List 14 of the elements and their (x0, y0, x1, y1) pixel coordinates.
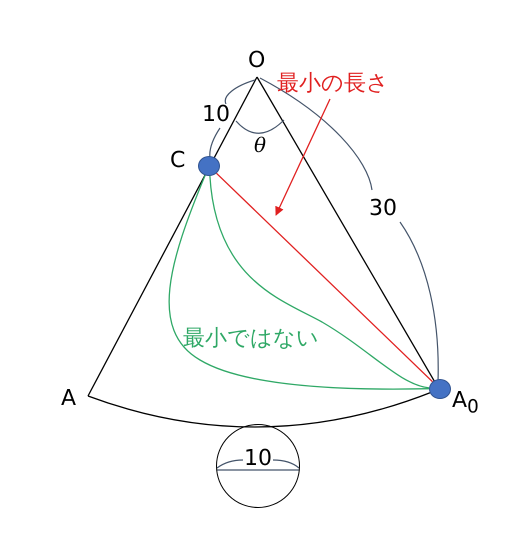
arrow (275, 98, 331, 216)
point-dot (198, 156, 220, 176)
point-dot (429, 379, 451, 399)
point-label: C (170, 150, 186, 172)
point-label: A$_{0}$ (452, 390, 479, 417)
annotation-text: 最小ではない (183, 328, 319, 350)
point-label: O (248, 50, 266, 72)
annotation-text: 最小の長さ (277, 71, 397, 97)
base-circle: 10 (216, 424, 300, 508)
dimension-label: 30 (369, 198, 397, 220)
point-label: A (61, 388, 76, 410)
angle-label: θ (254, 135, 266, 155)
curve-path (168, 175, 430, 390)
dimension-label: 10 (202, 104, 230, 126)
